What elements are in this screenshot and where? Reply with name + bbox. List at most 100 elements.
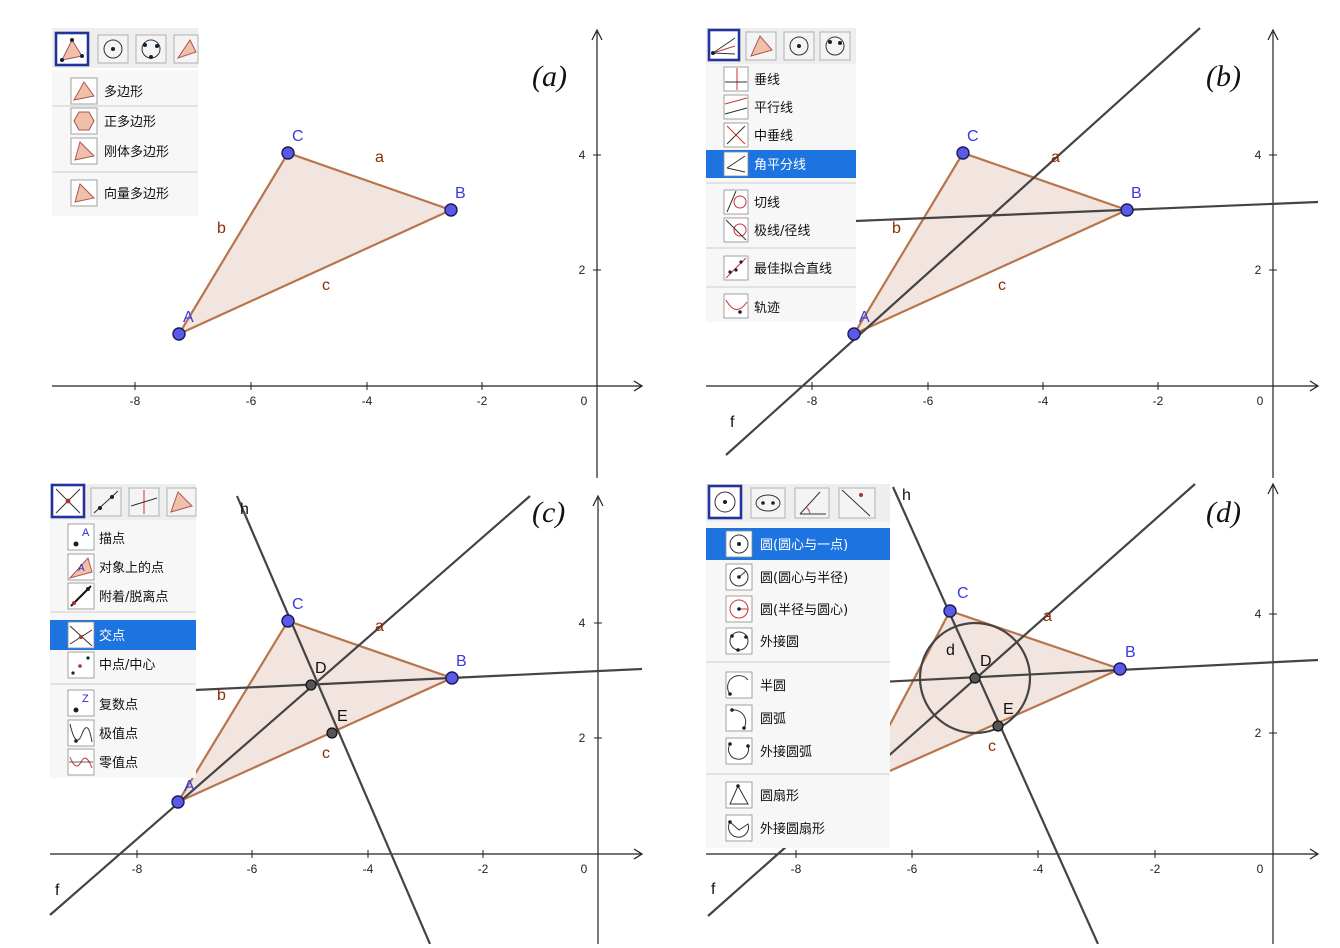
point-label-e: E bbox=[337, 708, 348, 725]
point-b[interactable] bbox=[444, 203, 458, 217]
menu-item-circle-center-point[interactable]: 圆(圆心与一点) bbox=[706, 528, 890, 560]
menu-item-label: 极值点 bbox=[99, 726, 138, 742]
menu-item-attach-detach-point[interactable]: 附着/脱离点 bbox=[67, 582, 168, 610]
triangle-abc[interactable] bbox=[176, 151, 454, 337]
triangle-abc[interactable] bbox=[175, 619, 455, 805]
menu-item-parallel-line[interactable]: 平行线 bbox=[723, 94, 793, 120]
menu-item-midpoint[interactable]: 中点/中心 bbox=[67, 651, 155, 679]
angle-tool-icon[interactable] bbox=[173, 34, 199, 64]
panel-d: -8 -6 -4 -2 0 2 4 f h d a c D E B C (d) bbox=[706, 482, 1320, 945]
graphics-view-b[interactable]: -8 -6 -4 -2 0 2 4 f a b c A B C bbox=[706, 27, 1320, 478]
menu-item-label: 圆弧 bbox=[760, 712, 786, 727]
menu-item-point[interactable]: A 描点 bbox=[67, 523, 125, 551]
menu-item-circle-center-radius[interactable]: 圆(圆心与半径) bbox=[725, 563, 848, 591]
graphics-view-c[interactable]: -8 -6 -4 -2 0 2 4 f h a b c D E A B C bbox=[49, 494, 644, 945]
circle-center-point-icon[interactable] bbox=[783, 31, 815, 61]
line-tool-icon[interactable] bbox=[90, 487, 122, 517]
point-label-b: B bbox=[1125, 644, 1136, 661]
menu-item-locus[interactable]: 轨迹 bbox=[723, 293, 780, 319]
menu-item-semicircle[interactable]: 半圆 bbox=[725, 671, 786, 699]
intersection-point-e[interactable] bbox=[326, 727, 338, 739]
point-b[interactable] bbox=[445, 671, 459, 685]
menu-item-best-fit-line[interactable]: 最佳拟合直线 bbox=[723, 255, 832, 281]
menu-item-circumcircular-sector[interactable]: 外接圆扇形 bbox=[725, 814, 825, 842]
circle-label-d: d bbox=[946, 642, 955, 659]
bisector-line-b[interactable] bbox=[879, 658, 1319, 684]
bisector-line-b[interactable] bbox=[194, 667, 643, 692]
menu-item-vector-polygon[interactable]: 向量多边形 bbox=[70, 179, 169, 207]
ellipse-tool-icon[interactable] bbox=[750, 487, 786, 519]
menu-item-tangent[interactable]: 切线 bbox=[723, 189, 780, 215]
menu-item-angle-bisector[interactable]: 角平分线 bbox=[706, 150, 856, 178]
panel-a: -8 -6 -4 -2 0 2 4 a b c A B C (a) bbox=[52, 28, 644, 478]
point-b[interactable] bbox=[1120, 203, 1134, 217]
bisector-line-f[interactable] bbox=[725, 27, 1201, 456]
menu-item-circumcircle[interactable]: 外接圆 bbox=[725, 627, 799, 655]
bisector-line-b[interactable] bbox=[854, 200, 1319, 223]
point-a[interactable] bbox=[172, 327, 186, 341]
segment-label-c: c bbox=[998, 277, 1006, 294]
circle-three-points-icon[interactable] bbox=[819, 31, 851, 61]
menu-item-perpendicular-bisector[interactable]: 中垂线 bbox=[723, 122, 793, 148]
menu-item-extremum[interactable]: 极值点 bbox=[67, 719, 138, 747]
circle-center-point-icon[interactable] bbox=[97, 34, 129, 64]
polygon-tool-icon[interactable] bbox=[166, 487, 197, 517]
menu-item-rigid-polygon[interactable]: 刚体多边形 bbox=[70, 137, 169, 165]
line-label-h: h bbox=[240, 501, 249, 518]
circle-center-point-tool-icon[interactable] bbox=[707, 484, 743, 520]
point-label-b: B bbox=[1131, 185, 1142, 202]
svg-text:Z: Z bbox=[82, 693, 89, 705]
y-axis-arrow bbox=[592, 494, 604, 507]
intersection-point-d[interactable] bbox=[969, 672, 981, 684]
segment-label-a: a bbox=[375, 149, 384, 166]
menu-item-roots[interactable]: 零值点 bbox=[67, 748, 138, 776]
menu-item-perpendicular-line[interactable]: 垂线 bbox=[723, 66, 780, 92]
graphics-view-a[interactable]: -8 -6 -4 -2 0 2 4 a b c A B C bbox=[52, 28, 644, 478]
menu-item-compass[interactable]: 圆(半径与圆心) bbox=[725, 595, 848, 623]
angle-bisector-tool-icon[interactable] bbox=[707, 28, 741, 62]
incircle[interactable] bbox=[918, 621, 1032, 735]
point-c[interactable] bbox=[281, 146, 295, 160]
x-axis-arrow bbox=[633, 380, 644, 392]
intersect-tool-icon[interactable] bbox=[50, 483, 86, 519]
svg-text:A: A bbox=[82, 527, 90, 539]
segment-label-b: b bbox=[217, 220, 226, 237]
menu-item-polar-line[interactable]: 极线/径线 bbox=[723, 217, 810, 243]
menu-item-circular-sector[interactable]: 圆扇形 bbox=[725, 781, 799, 809]
point-c[interactable] bbox=[943, 604, 957, 618]
intersection-point-e[interactable] bbox=[992, 720, 1004, 732]
point-label-a: A bbox=[859, 309, 870, 326]
bisector-line-h[interactable] bbox=[235, 495, 432, 945]
point-a[interactable] bbox=[171, 795, 185, 809]
menu-item-point-on-object[interactable]: A 对象上的点 bbox=[67, 553, 164, 581]
panel-label: (c) bbox=[532, 496, 565, 529]
circle-three-points-icon[interactable] bbox=[135, 34, 167, 64]
segment-label-c: c bbox=[322, 277, 330, 294]
x-tick-label: -8 bbox=[807, 394, 818, 408]
segment-label-a: a bbox=[375, 618, 384, 635]
triangle-abc[interactable] bbox=[851, 151, 1130, 337]
menu-item-circular-arc[interactable]: 圆弧 bbox=[725, 704, 786, 732]
polygon-tool-icon[interactable] bbox=[54, 31, 90, 67]
bisector-line-h[interactable] bbox=[891, 486, 1100, 945]
polygon-tool-icon[interactable] bbox=[745, 31, 777, 61]
menu-item-label: 正多边形 bbox=[104, 114, 156, 130]
menu-item-intersect[interactable]: 交点 bbox=[50, 620, 196, 650]
x-axis-arrow bbox=[1309, 380, 1320, 392]
menu-item-polygon[interactable]: 多边形 bbox=[70, 77, 143, 105]
reflect-tool-icon[interactable] bbox=[838, 487, 876, 519]
triangle-abc[interactable] bbox=[855, 609, 1124, 788]
point-a[interactable] bbox=[847, 327, 861, 341]
menu-item-circumcircular-arc[interactable]: 外接圆弧 bbox=[725, 737, 812, 765]
menu-item-label: 角平分线 bbox=[754, 158, 806, 173]
point-c[interactable] bbox=[281, 614, 295, 628]
bisector-line-f[interactable] bbox=[49, 495, 531, 916]
menu-item-regular-polygon[interactable]: 正多边形 bbox=[70, 107, 156, 135]
menu-item-complex-number[interactable]: Z 复数点 bbox=[67, 689, 138, 717]
point-c[interactable] bbox=[956, 146, 970, 160]
point-b[interactable] bbox=[1113, 662, 1127, 676]
intersection-point-d[interactable] bbox=[305, 679, 317, 691]
angle-tool-icon[interactable] bbox=[794, 487, 830, 519]
x-tick-label: -2 bbox=[1153, 394, 1164, 408]
perpendicular-tool-icon[interactable] bbox=[128, 487, 160, 517]
